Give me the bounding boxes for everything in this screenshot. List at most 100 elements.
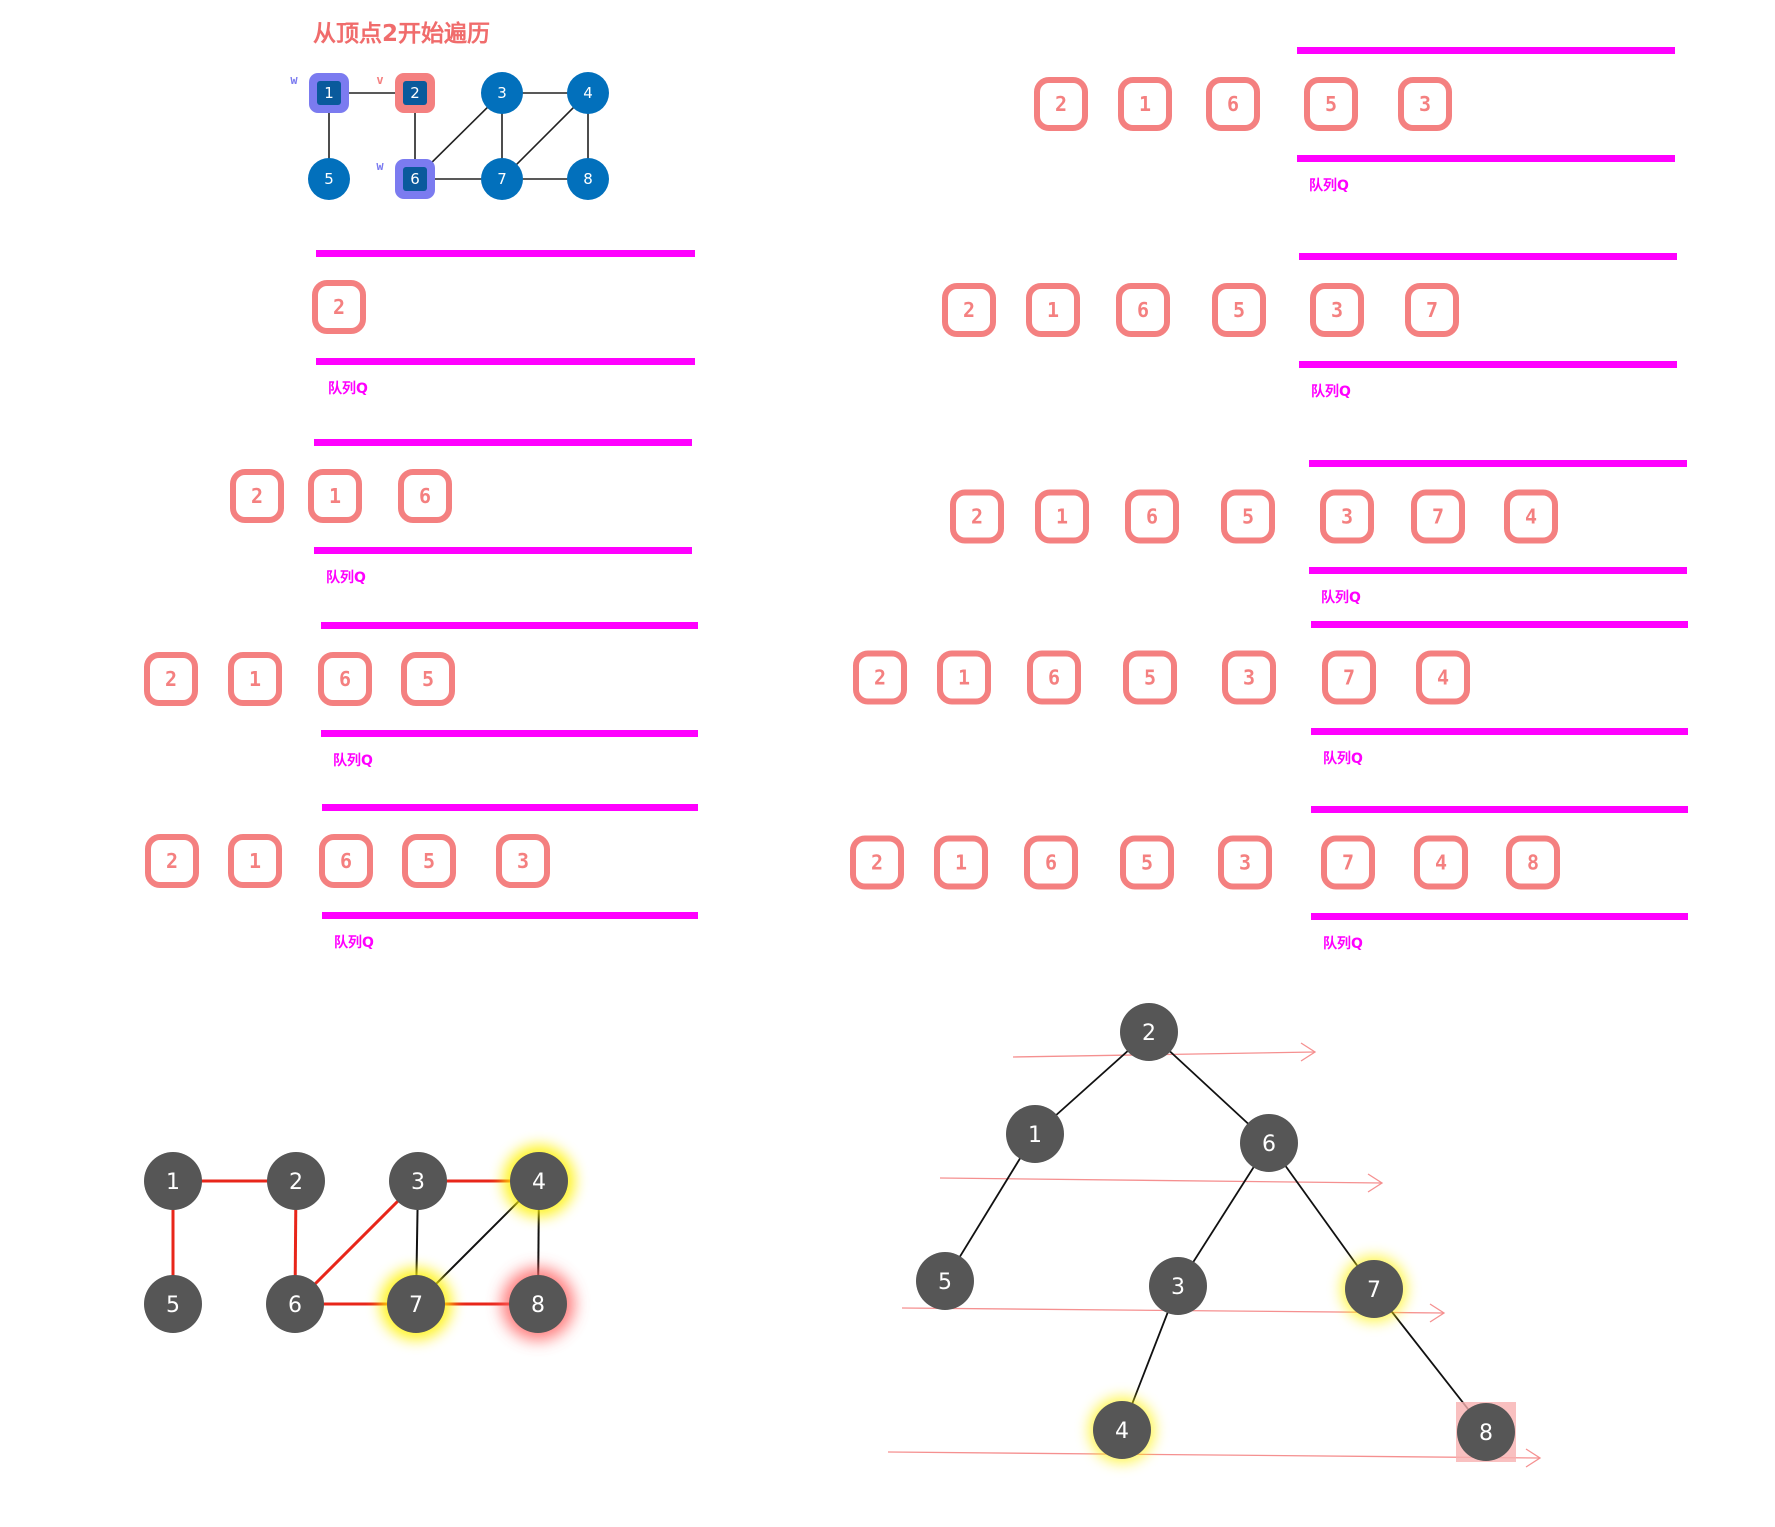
item-box (1212, 283, 1266, 337)
queue-top-rail (1299, 253, 1677, 260)
item-box (319, 834, 373, 888)
item-label: 6 (1137, 298, 1149, 322)
item-box (1398, 77, 1452, 131)
node-8: 8 (567, 158, 609, 200)
node-5: 5 (308, 158, 350, 200)
item-label: 6 (1146, 505, 1158, 529)
node-mark-6: w (376, 159, 384, 173)
item-label: 2 (971, 505, 983, 529)
item-box (934, 835, 988, 890)
item-box (1125, 489, 1179, 544)
item-box (1116, 283, 1170, 337)
item-label: 3 (1341, 505, 1353, 529)
item-box (1118, 77, 1172, 131)
queue-top-rail (314, 439, 692, 446)
tree-node-2: 2 (1120, 1003, 1178, 1061)
node-circle-3 (389, 1152, 447, 1210)
item-box (1405, 283, 1459, 337)
item-label: 2 (1055, 92, 1067, 116)
item-label: 5 (422, 667, 434, 691)
visited-item-2: 2 (942, 283, 996, 337)
item-label: 5 (1242, 505, 1254, 529)
item-label: 1 (249, 667, 261, 691)
item-box (1120, 835, 1174, 890)
item-box (937, 650, 991, 705)
item-label: 2 (874, 666, 886, 690)
queue-item-8: 8 (1506, 835, 1560, 890)
visited-item-2: 2 (230, 469, 284, 523)
queue-top-rail (1309, 460, 1687, 467)
item-box (1035, 489, 1089, 544)
item-label: 5 (423, 849, 435, 873)
visited-item-6: 6 (1125, 489, 1179, 544)
item-box (308, 469, 362, 523)
node-circle-8 (509, 1275, 567, 1333)
item-box (1320, 489, 1374, 544)
item-label: 5 (1325, 92, 1337, 116)
item-box (318, 652, 372, 706)
item-label: 7 (1432, 505, 1444, 529)
node-label-1: 1 (324, 84, 334, 102)
queue-label: 队列Q (1321, 589, 1361, 606)
queue-top-rail (1311, 621, 1688, 628)
node-circle-1 (144, 1152, 202, 1210)
node-label-4: 4 (583, 84, 593, 102)
item-label: 6 (419, 484, 431, 508)
tree-node-8: 8 (1457, 1403, 1515, 1461)
tree-node-7: 7 (1345, 1260, 1403, 1318)
visited-item-6: 6 (1206, 77, 1260, 131)
node-label-6: 6 (410, 170, 420, 188)
item-label: 1 (329, 484, 341, 508)
visited-item-2: 2 (950, 489, 1004, 544)
node-label-4: 4 (532, 1170, 546, 1195)
item-box (1310, 283, 1364, 337)
node-3: 3 (481, 72, 523, 114)
queue-item-3: 3 (1320, 489, 1374, 544)
level-arrow-2 (939, 1173, 1384, 1193)
item-box (850, 835, 904, 890)
item-label: 3 (1331, 298, 1343, 322)
tree-node-label-4: 4 (1115, 1419, 1129, 1444)
item-label: 6 (340, 849, 352, 873)
visited-item-2: 2 (1034, 77, 1088, 131)
queue-item-3: 3 (496, 834, 550, 888)
visited-item-1: 1 (1118, 77, 1172, 131)
tree-node-4: 4 (1093, 1401, 1151, 1459)
node-label-1: 1 (166, 1170, 180, 1195)
node-inner-2 (403, 81, 427, 105)
queue-bottom-rail (1297, 155, 1675, 162)
queue-item-5: 5 (402, 834, 456, 888)
tree-node-circle-8 (1457, 1403, 1515, 1461)
item-label: 1 (1047, 298, 1059, 322)
item-label: 2 (165, 667, 177, 691)
item-box (144, 652, 198, 706)
queue-bottom-rail (1311, 728, 1688, 735)
item-box (1218, 835, 1272, 890)
queue-bottom-rail (322, 912, 698, 919)
item-label: 6 (1227, 92, 1239, 116)
node-6: w6 (376, 159, 435, 199)
tree-node-5: 5 (916, 1252, 974, 1310)
item-box (230, 469, 284, 523)
item-label: 3 (1243, 666, 1255, 690)
item-label: 2 (166, 849, 178, 873)
queue-item-7: 7 (1405, 283, 1459, 337)
tree-node-circle-6 (1240, 1114, 1298, 1172)
node-7: 7 (387, 1275, 445, 1333)
visited-item-2: 2 (850, 835, 904, 890)
item-label: 2 (251, 484, 263, 508)
queue-item-4: 4 (1414, 835, 1468, 890)
queue-label: 队列Q (333, 752, 373, 769)
item-box (1027, 650, 1081, 705)
node-circle-7 (481, 158, 523, 200)
visited-item-6: 6 (1027, 650, 1081, 705)
node-inner-6 (403, 167, 427, 191)
visited-item-2: 2 (145, 834, 199, 888)
queue-label: 队列Q (328, 380, 368, 397)
visited-item-3: 3 (1222, 650, 1276, 705)
